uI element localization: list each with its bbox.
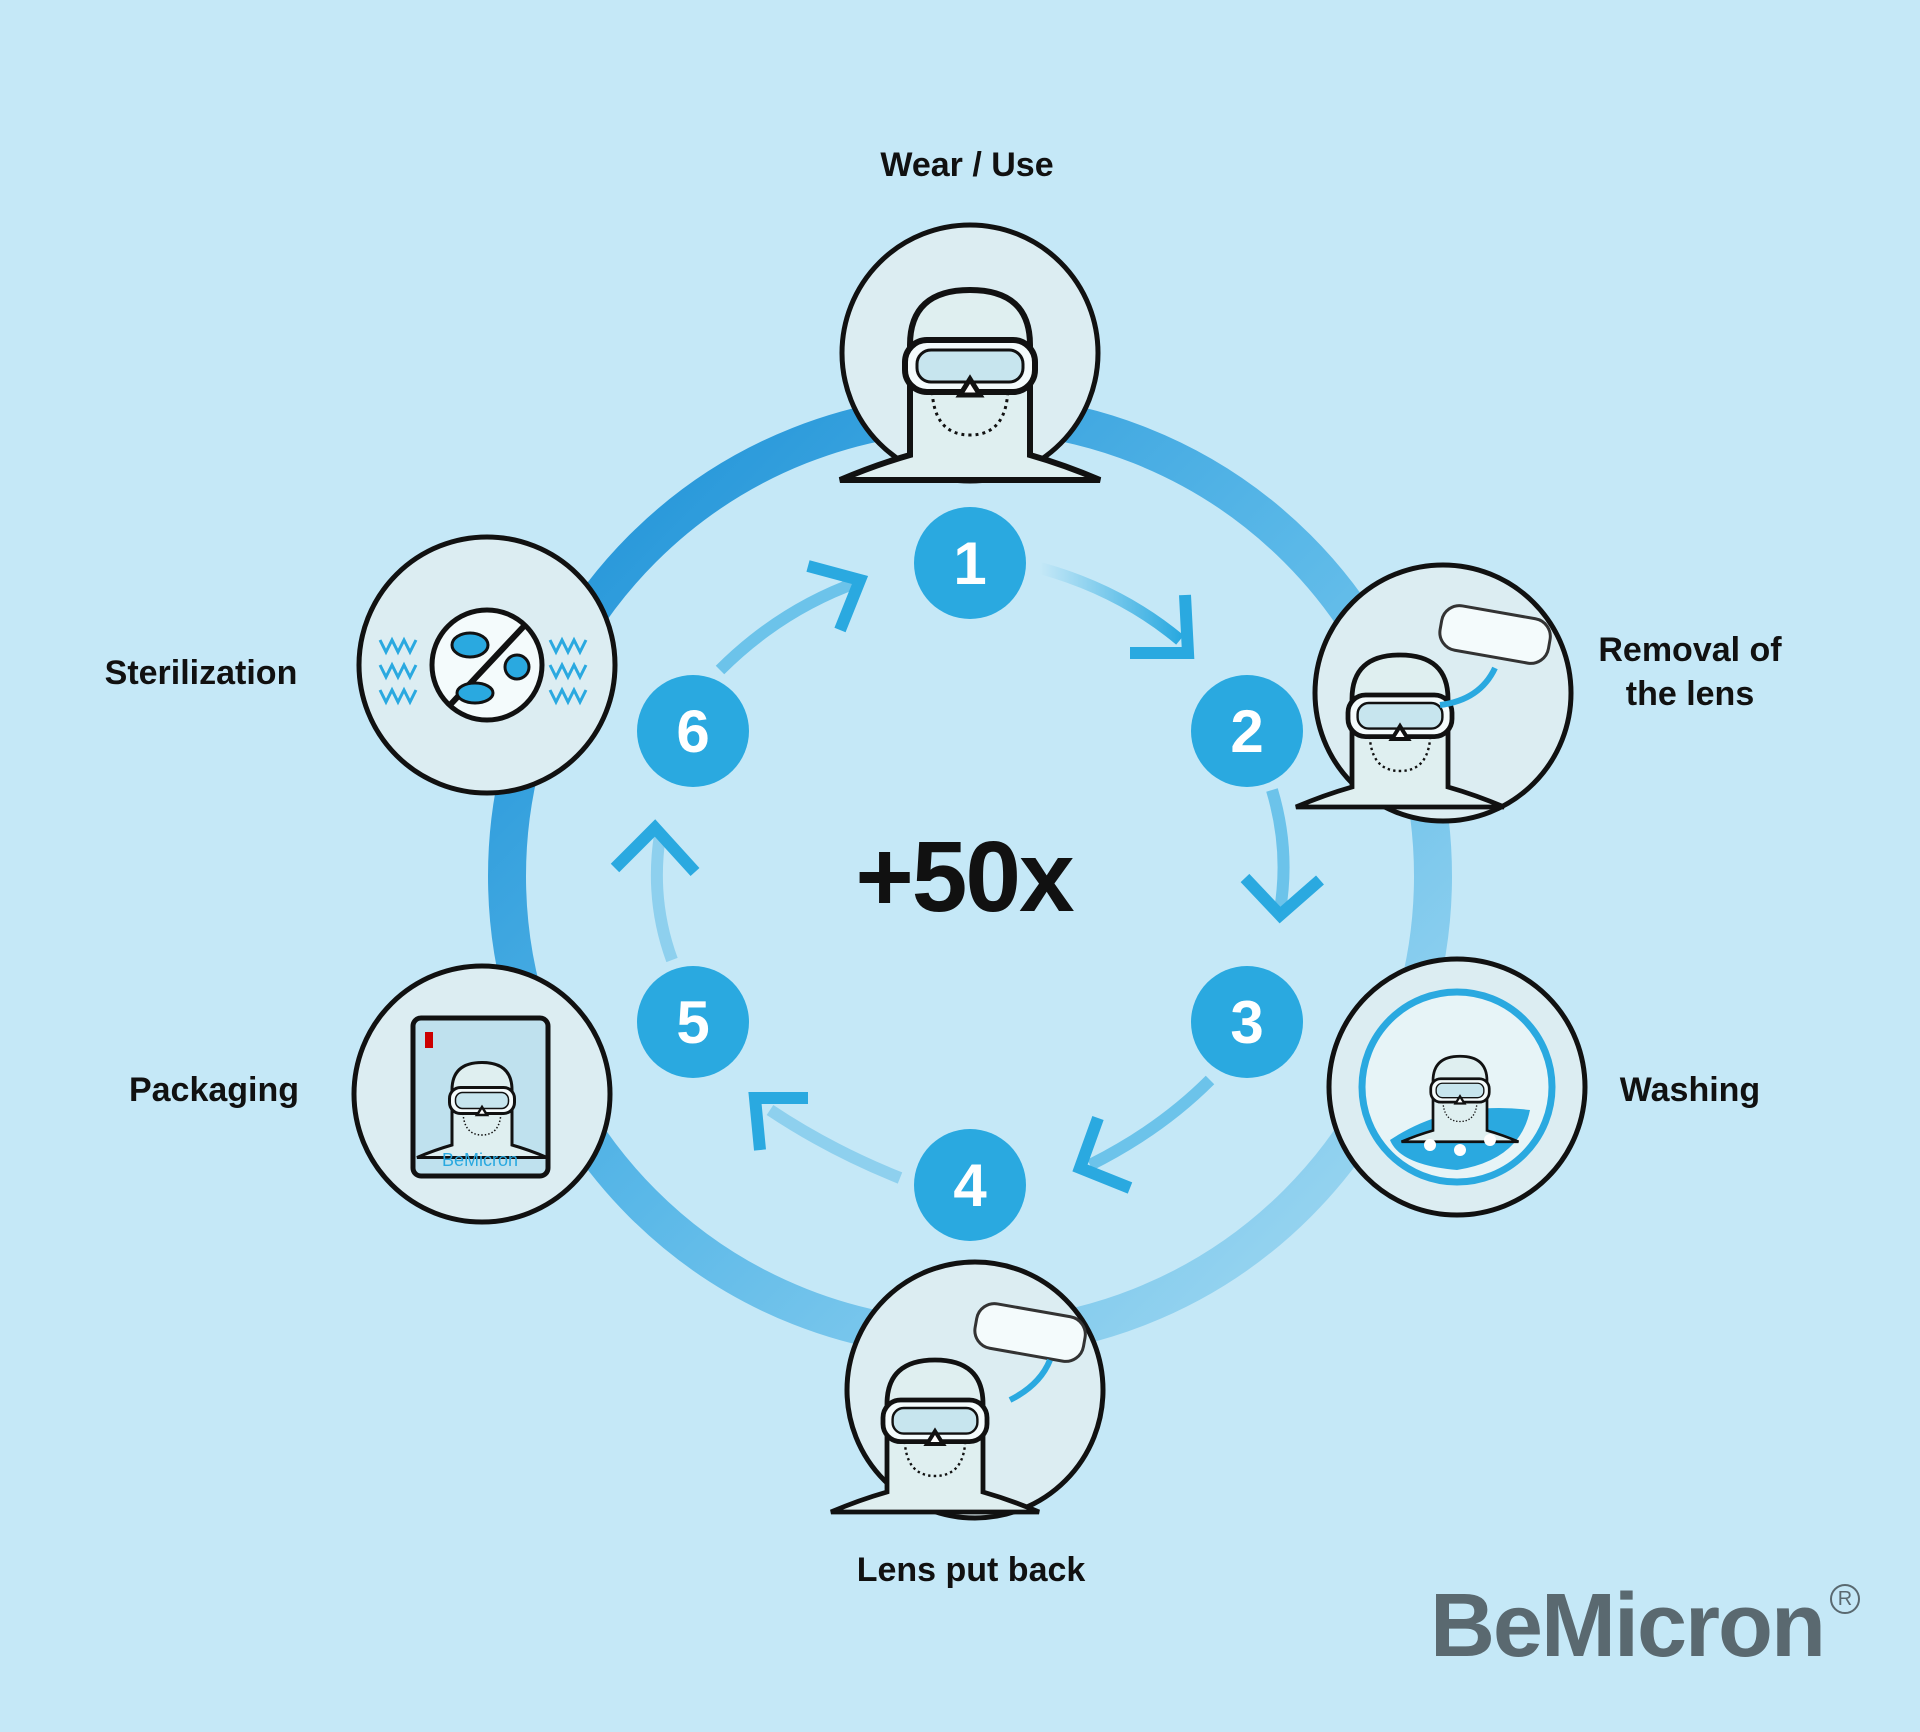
step-badge-1: 1 xyxy=(914,507,1026,619)
arrow-1-to-2 xyxy=(1038,562,1184,645)
step-label-washing: Washing xyxy=(1619,1071,1761,1109)
step-badge-4: 4 xyxy=(914,1129,1026,1241)
step-icon-removal xyxy=(1296,562,1574,824)
arrow-6-to-1 xyxy=(715,576,861,675)
step-icon-wear xyxy=(840,222,1100,484)
cycle-arrows xyxy=(610,560,1324,1194)
arrowhead-icon xyxy=(806,560,869,633)
arrowhead-icon xyxy=(610,819,700,877)
step-label-sterilization: Sterilization xyxy=(104,654,298,692)
brand-logo: BeMicron xyxy=(1429,1576,1826,1676)
step-icon-washing xyxy=(1326,956,1588,1218)
svg-text:1: 1 xyxy=(953,530,986,597)
step-badge-3: 3 xyxy=(1191,966,1303,1078)
svg-text:2: 2 xyxy=(1230,698,1263,765)
arrow-3-to-4 xyxy=(1087,1075,1215,1171)
package-brand-text: BeMicron xyxy=(442,1150,518,1170)
arrow-5-to-6 xyxy=(650,834,678,963)
step-label-removal-line1: Removal of xyxy=(1598,631,1782,669)
arrowhead-icon xyxy=(1240,873,1324,924)
step-icon-lens-put-back xyxy=(831,1259,1106,1521)
step-label-removal-line2: the lens xyxy=(1625,675,1755,713)
step-badge-2: 2 xyxy=(1191,675,1303,787)
arrowhead-icon xyxy=(1072,1115,1133,1194)
step-icon-sterilization xyxy=(356,534,618,796)
svg-text:5: 5 xyxy=(676,989,709,1056)
step-icon-packaging: BeMicron xyxy=(351,963,613,1225)
svg-text:3: 3 xyxy=(1230,989,1263,1056)
reuse-count-label: +50x xyxy=(855,821,1074,933)
step-badge-6: 6 xyxy=(637,675,749,787)
arrow-4-to-5 xyxy=(766,1105,903,1184)
arrowhead-icon xyxy=(1130,594,1195,659)
arrowhead-icon xyxy=(748,1092,808,1151)
step-label-lens-put-back: Lens put back xyxy=(856,1551,1086,1589)
arrow-2-to-3 xyxy=(1266,788,1290,911)
step-label-packaging: Packaging xyxy=(128,1071,300,1109)
svg-text:4: 4 xyxy=(953,1152,987,1219)
registered-mark: R xyxy=(1830,1584,1860,1614)
svg-text:6: 6 xyxy=(676,698,709,765)
step-label-wear: Wear / Use xyxy=(880,146,1054,184)
step-badge-5: 5 xyxy=(637,966,749,1078)
step-label-removal: Removal of the lens xyxy=(1570,628,1810,716)
brand-logo-group: BeMicron R xyxy=(1300,1576,1860,1676)
